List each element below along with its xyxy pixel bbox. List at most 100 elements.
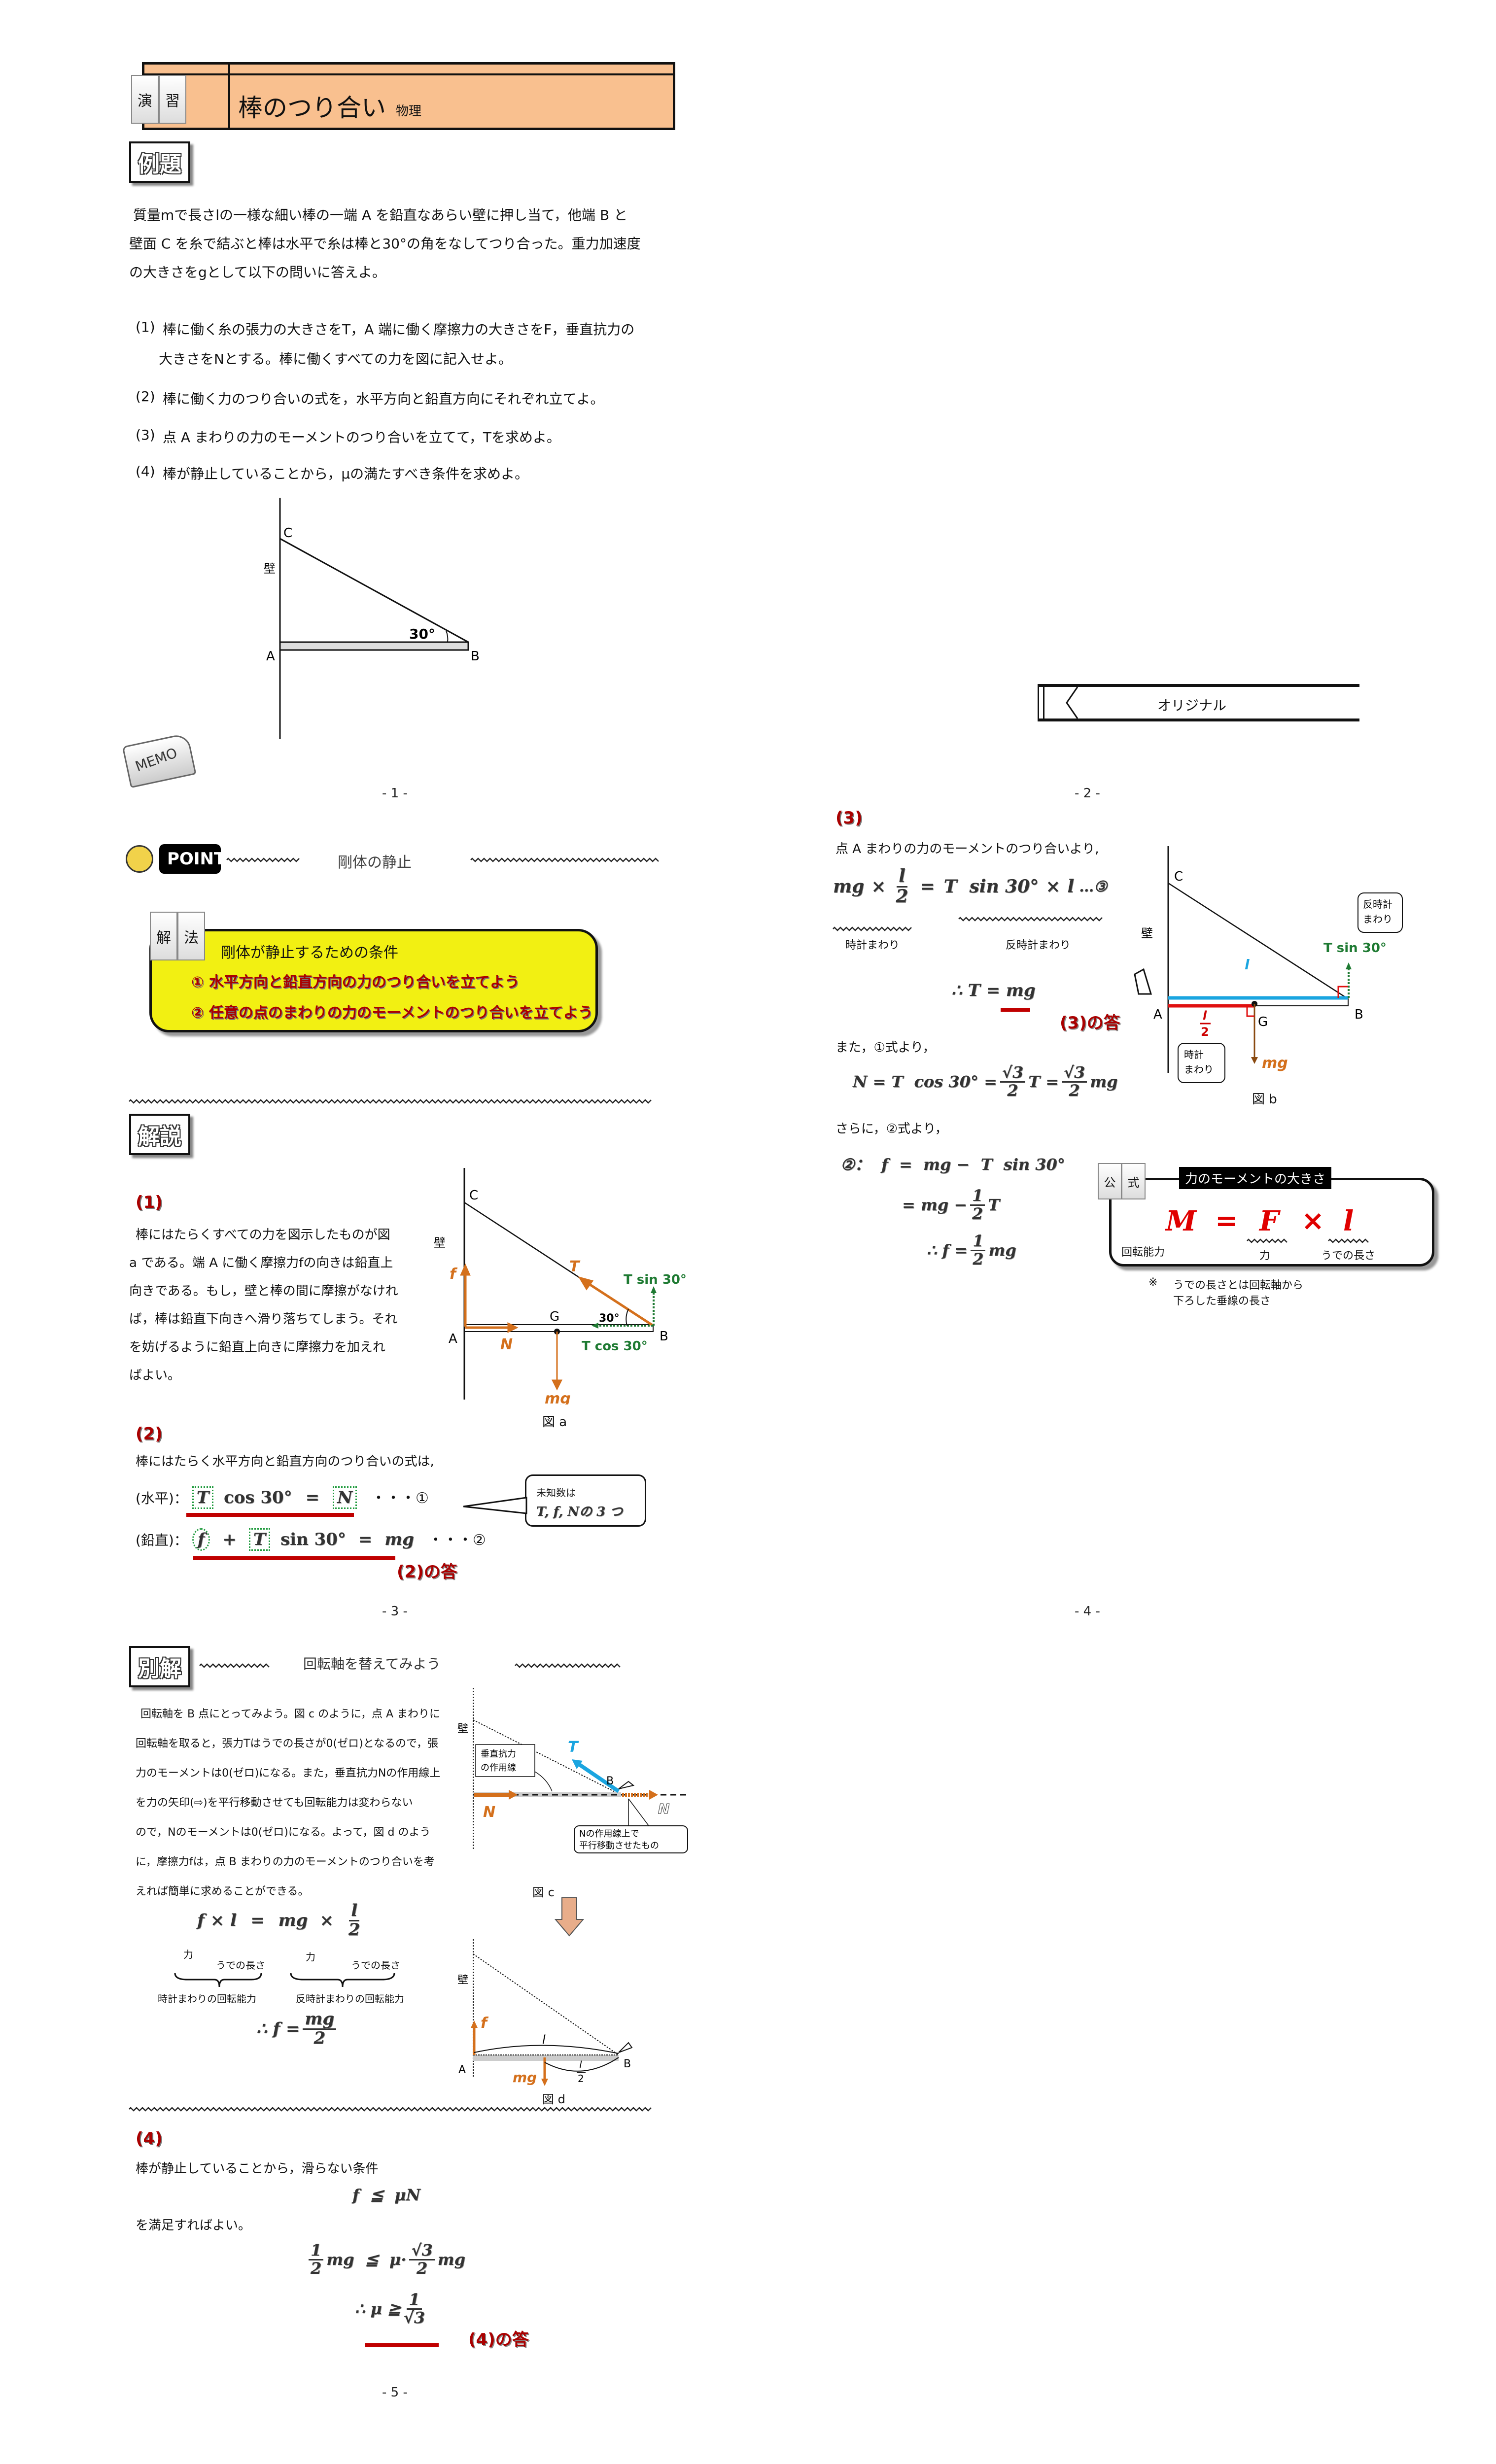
numerator: mg: [303, 2010, 337, 2030]
half-length-denominator: 2: [1201, 1025, 1209, 1039]
wavy-divider: [515, 1663, 621, 1668]
part1-heading: (1): [136, 1193, 163, 1212]
badge-char: 演: [131, 75, 159, 124]
text-line: ので，Nのモーメントは0(ゼロ)になる。よって，図 d のよう: [136, 1826, 431, 1839]
angle-label: 30°: [599, 1312, 620, 1325]
lightbulb-icon: [126, 845, 153, 873]
point-b-label: B: [624, 2058, 631, 2070]
eq-sign: =: [305, 1488, 320, 1507]
tension-arrow: [583, 1279, 654, 1327]
point-a-label: A: [266, 649, 275, 664]
eye-icon: [1134, 968, 1152, 995]
point-label: POINT: [167, 849, 226, 869]
answer-underline: [186, 1513, 354, 1517]
note-mark: ※: [1148, 1276, 1158, 1289]
half-length-numerator: l: [579, 2059, 582, 2071]
point-c-label: C: [469, 1188, 478, 1203]
question-text: 大きさをNとする。棒に働くすべての力を図に記入せよ。: [159, 351, 513, 367]
badge-char: 公: [1098, 1163, 1122, 1199]
eq-sign: +: [222, 1530, 237, 1549]
book-icon: 公 式: [1097, 1158, 1151, 1207]
question-text: 棒に働く糸の張力の大きさをT，A 端に働く摩擦力の大きさをF，垂直抗力の: [163, 321, 635, 338]
counterclockwise-label: 反時計まわり: [1006, 939, 1071, 952]
callout-pointer: [463, 1497, 527, 1514]
gravity-label: mg: [545, 1390, 571, 1404]
eye-icon: [618, 1780, 635, 1789]
alternative-label: 別解: [129, 1646, 190, 1687]
numerator: √3: [1000, 1064, 1026, 1083]
note-text: うでの長さとは回転軸から: [1173, 1279, 1304, 1292]
numerator: √3: [1061, 1064, 1087, 1083]
eq-label: 力: [183, 1949, 193, 1960]
unknown-n: N: [332, 1486, 357, 1509]
counterclockwise-callout: 反時計: [1363, 898, 1392, 910]
wavy-divider: [199, 1663, 270, 1668]
eq-label: (水平)：: [136, 1490, 188, 1506]
eq-term: mg: [278, 1911, 308, 1931]
friction-eq-line1: ②： f = mg − T sin 30°: [840, 1155, 1065, 1174]
eq-sign: =: [358, 1530, 373, 1549]
half-length-denominator: 2: [578, 2073, 584, 2085]
wall-label: 壁: [264, 562, 276, 576]
numerator: l: [897, 867, 907, 888]
text-line: に，摩擦力fは，点 B まわりの力のモーメントのつり合いを考: [136, 1856, 435, 1868]
eq-sign: =: [250, 1911, 265, 1931]
original-label: オリジナル: [1157, 697, 1227, 714]
answer-label: (2)の答: [397, 1562, 457, 1582]
wavy-line: [1247, 1238, 1287, 1243]
point-c-label: C: [1174, 869, 1183, 884]
eq-tag: …③: [1079, 878, 1108, 895]
eq-term: ∴ f =: [256, 2019, 300, 2039]
wavy-divider: [470, 857, 659, 862]
moved-normal-force-label: N: [658, 1801, 669, 1817]
wavy-line: [129, 1099, 652, 1104]
counterclockwise-label: 反時計まわりの回転能力: [296, 1993, 404, 2005]
eq-term: ∴ μ ≧: [355, 2299, 401, 2319]
eye-icon: [618, 2042, 633, 2053]
explanation-label: 解説: [129, 1114, 190, 1155]
tcos-label: T cos 30°: [582, 1339, 648, 1354]
friction-label: f: [450, 1266, 458, 1283]
tsin-label: T sin 30°: [624, 1272, 687, 1287]
wavy-line: [1328, 1238, 1369, 1243]
figure-a-caption: 図 a: [542, 1415, 567, 1430]
text-line: を力の矢印(⇨)を平行移動させても回転能力は変わらない: [136, 1797, 413, 1809]
wavy-underline: [1328, 1238, 1369, 1243]
text-line: 力のモーメントは0(ゼロ)になる。また，垂直抗力Nの作用線上: [136, 1767, 441, 1780]
tension-arrowhead: [578, 1276, 594, 1291]
gravity-label: mg: [513, 2069, 537, 2086]
part3-heading: (3): [835, 808, 863, 828]
point-c-label: C: [283, 526, 292, 541]
wavy-line: [515, 1663, 621, 1668]
denominator: 2: [313, 2028, 326, 2048]
denominator: 2: [1069, 1081, 1080, 1100]
denominator: 2: [1007, 1081, 1018, 1100]
wall-label: 壁: [457, 1974, 468, 1986]
part2-heading: (2): [136, 1424, 163, 1444]
numerator: 1: [309, 2242, 324, 2260]
wavy-underline: [833, 926, 912, 931]
formula-l: l: [1343, 1205, 1354, 1237]
eq-term: l: [230, 1911, 237, 1931]
text-line: えれば簡単に求めることができる。: [136, 1885, 309, 1898]
problem-line: 質量mで長さlの一様な細い棒の一端 A を鉛直なあらい壁に押し当て，他端 B と: [133, 207, 628, 223]
eq-label: うでの長さ: [216, 1959, 265, 1971]
rod: [279, 641, 469, 651]
formula-eq: =: [1215, 1205, 1238, 1237]
eq-label: 力: [306, 1951, 315, 1963]
question-number: (2): [136, 388, 155, 405]
eq-term: mg: [988, 1241, 1016, 1260]
method-item: ① 水平方向と鉛直方向の力のつり合いを立てよう: [191, 974, 520, 991]
callout-text: 未知数は: [536, 1487, 576, 1499]
part2-text: 棒にはたらく水平方向と鉛直方向のつり合いの式は,: [136, 1454, 434, 1469]
angle-label: 30°: [409, 626, 435, 642]
eq-term: l: [1067, 876, 1075, 897]
eq-term: mg ≦ μ·: [326, 2250, 407, 2269]
method-box: 剛体が静止するための条件 ① 水平方向と鉛直方向の力のつり合いを立てよう ② 任…: [149, 929, 598, 1032]
